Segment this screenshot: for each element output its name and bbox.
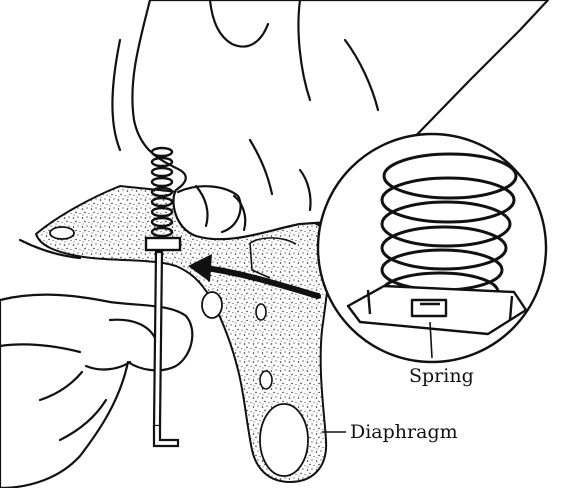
lower-hand [0, 240, 192, 488]
diaphragm-hole [202, 292, 222, 318]
diaphragm-hole [50, 227, 74, 239]
diaphragm-label: Diaphragm [350, 423, 458, 442]
magnified-view [318, 134, 546, 362]
diaphragm-hole [260, 371, 272, 389]
spring-label: Spring [409, 367, 474, 386]
diaphragm-hole [260, 404, 308, 476]
diaphragm-hole [256, 304, 266, 320]
